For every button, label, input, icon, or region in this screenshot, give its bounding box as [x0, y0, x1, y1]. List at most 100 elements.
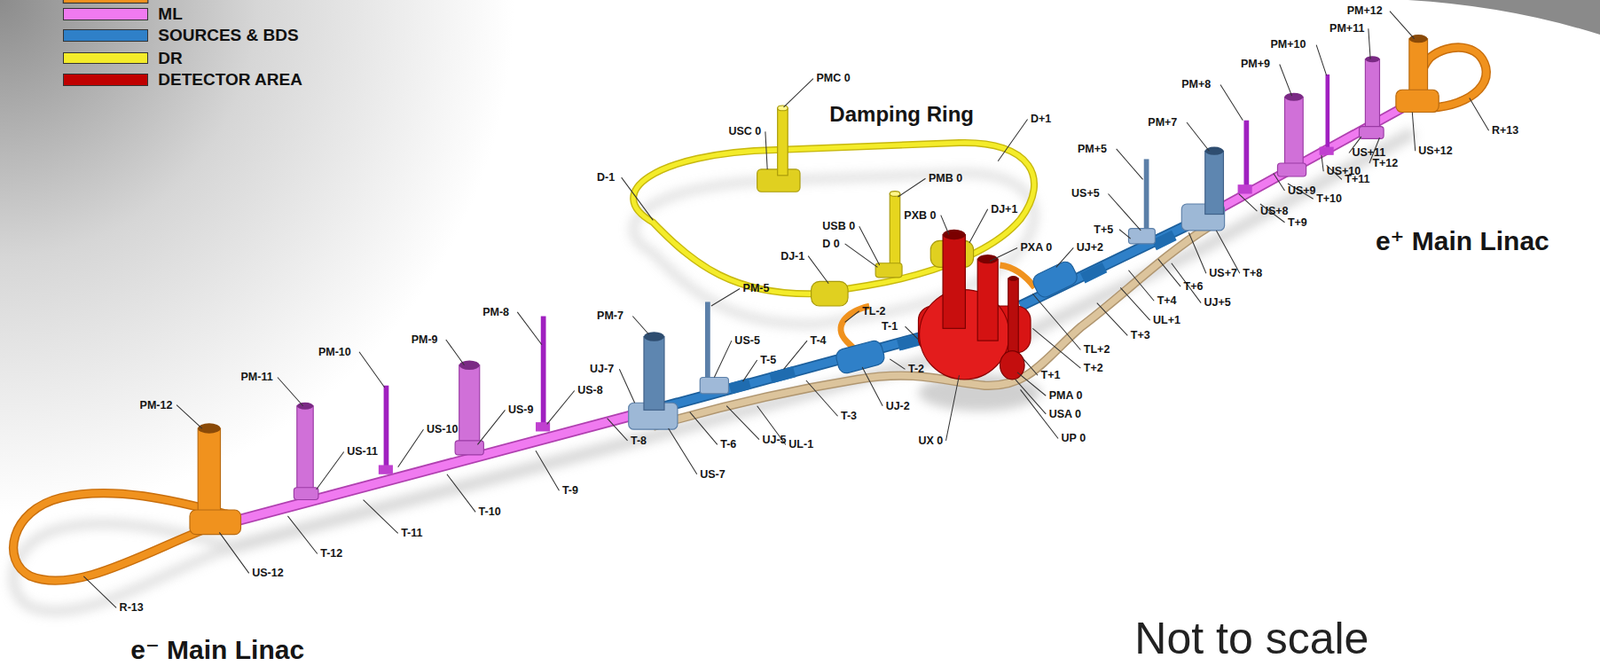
shaft — [977, 258, 998, 341]
bds-segment — [729, 377, 753, 394]
callout-label: PM-10 — [318, 346, 352, 359]
service-hall — [293, 487, 319, 501]
callout-label: T+3 — [1130, 329, 1151, 342]
linac-title: e⁻ Main Linac — [130, 636, 305, 664]
callout-label: UJ-2 — [886, 400, 910, 413]
callout-label: T-6 — [720, 439, 737, 451]
callout-label: PMB 0 — [928, 172, 963, 185]
callout-label: PMA 0 — [1049, 390, 1083, 402]
callout-label: US+9 — [1287, 185, 1317, 197]
shaft — [1205, 150, 1224, 214]
callout-label: US+12 — [1418, 145, 1453, 157]
callout-label: PM-5 — [743, 282, 770, 295]
callout-label: PM-11 — [241, 371, 274, 384]
callout-label: US-8 — [577, 384, 603, 397]
callout-label: UL-1 — [788, 439, 814, 451]
scale-note: Not to scale — [1134, 616, 1369, 661]
shaft — [297, 406, 314, 495]
shaft-top — [1008, 275, 1020, 282]
callout-label: PM-7 — [596, 310, 624, 322]
callout-label: T-4 — [810, 335, 827, 347]
callout-label: PXA 0 — [1020, 242, 1053, 254]
bds-segments — [729, 230, 1177, 395]
callout-label: US-10 — [426, 423, 458, 436]
linac-title: e⁺ Main Linac — [1375, 227, 1550, 255]
callout-label: US-9 — [508, 404, 534, 416]
callout-label: D 0 — [822, 238, 840, 251]
legend-text: DR — [157, 48, 182, 69]
callout-label: PM+11 — [1329, 23, 1365, 35]
callout-label: US-7 — [699, 469, 725, 481]
note-panel — [958, 476, 1600, 666]
damping-ring — [633, 142, 1035, 294]
damping-ring-outline — [633, 142, 1035, 294]
linac-outline — [219, 412, 645, 526]
shaft — [541, 316, 547, 427]
callout-label: USA 0 — [1049, 408, 1082, 421]
shaft-top — [777, 105, 789, 111]
corner-shade — [1408, 0, 1600, 35]
shaft-top — [942, 229, 965, 241]
service-hall — [1319, 147, 1334, 156]
service-hall — [1358, 126, 1384, 140]
callout-label: UX 0 — [917, 435, 943, 448]
service-hall — [378, 464, 393, 474]
callout-label: T+9 — [1287, 217, 1308, 229]
callout-label: T+10 — [1316, 193, 1342, 205]
callout-label: T-3 — [840, 410, 857, 423]
callout-label: TL-2 — [862, 305, 886, 318]
shaft — [459, 365, 480, 449]
legend-entry: DETECTOR AREA — [62, 70, 303, 90]
callout-label: T+2 — [1083, 362, 1104, 375]
junction-cavern — [834, 338, 887, 375]
callout-label: T-12 — [320, 548, 343, 560]
bds-segment — [768, 366, 796, 384]
shaft-top — [197, 423, 220, 434]
linac-outline — [1201, 101, 1413, 219]
shaft-top — [643, 331, 665, 341]
junction-cavern — [1030, 258, 1081, 300]
callout-label: T+5 — [1093, 224, 1114, 236]
legend-swatch-cut — [62, 0, 148, 3]
service-hall — [875, 263, 902, 278]
callout-label: TL+2 — [1083, 344, 1111, 356]
shaft — [1284, 96, 1303, 171]
callout-label: DJ-1 — [780, 250, 805, 263]
callout-label: T+8 — [1242, 267, 1263, 280]
callout-label: T+4 — [1157, 295, 1177, 307]
callout-label: PM-8 — [482, 306, 510, 319]
shaft — [384, 385, 390, 472]
callout-label: US+5 — [1071, 188, 1100, 200]
shaft — [643, 337, 665, 411]
positron-main-linac — [1201, 101, 1413, 219]
shaft-top — [1364, 55, 1380, 63]
callout-label: UJ-5 — [761, 434, 786, 447]
legend-entry: DR — [62, 48, 182, 69]
callout-label: US-5 — [734, 335, 760, 347]
shaft — [889, 194, 901, 270]
callout-label: D+1 — [1030, 113, 1051, 126]
legend-swatch — [62, 7, 148, 21]
positron-bds — [1020, 218, 1203, 306]
callout-label: T-10 — [478, 506, 502, 518]
shaft — [1243, 120, 1249, 190]
callout-label: T-9 — [562, 485, 579, 497]
callout-label: T+6 — [1184, 281, 1204, 293]
callout-label: PM+9 — [1240, 58, 1271, 71]
legend-entry: SOURCES & BDS — [62, 25, 299, 46]
callout-label: T+12 — [1372, 157, 1398, 170]
callout-label: USB 0 — [822, 220, 855, 233]
legend-text: SOURCES & BDS — [157, 25, 299, 46]
shaft — [197, 428, 220, 523]
callout-label: PM+10 — [1270, 39, 1306, 51]
callout-label: D-1 — [596, 172, 615, 184]
callout-label: T-11 — [400, 527, 423, 540]
shaft-top — [889, 191, 901, 197]
callout-label: T-2 — [908, 363, 925, 376]
shaft — [1144, 158, 1150, 236]
callout-label: T+1 — [1041, 369, 1061, 382]
electron-main-linac — [219, 412, 645, 526]
callout-label: UL+1 — [1152, 314, 1181, 327]
